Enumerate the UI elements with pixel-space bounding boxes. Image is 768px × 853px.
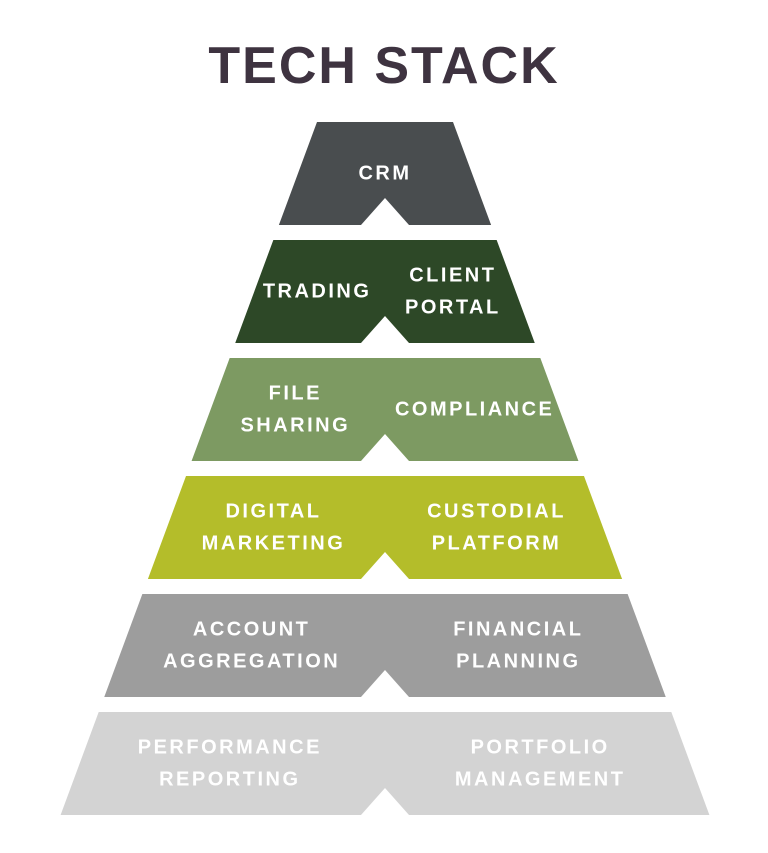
pyramid-level-digital-marketing-custodial-platform bbox=[147, 476, 623, 579]
label-file-sharing-compliance-right: COMPLIANCE bbox=[395, 399, 554, 421]
pyramid-level-account-aggregation-financial-planning bbox=[104, 594, 666, 697]
pyramid-level-performance-reporting-portfolio-management bbox=[60, 712, 710, 815]
label-trading-client-portal-left: TRADING bbox=[263, 281, 372, 303]
pyramid-level-crm bbox=[278, 122, 492, 225]
pyramid-level-file-sharing-compliance bbox=[191, 358, 579, 461]
page-title: TECH STACK bbox=[208, 37, 560, 95]
pyramid-level-trading-client-portal bbox=[235, 240, 535, 343]
label-crm-center: CRM bbox=[358, 163, 411, 185]
